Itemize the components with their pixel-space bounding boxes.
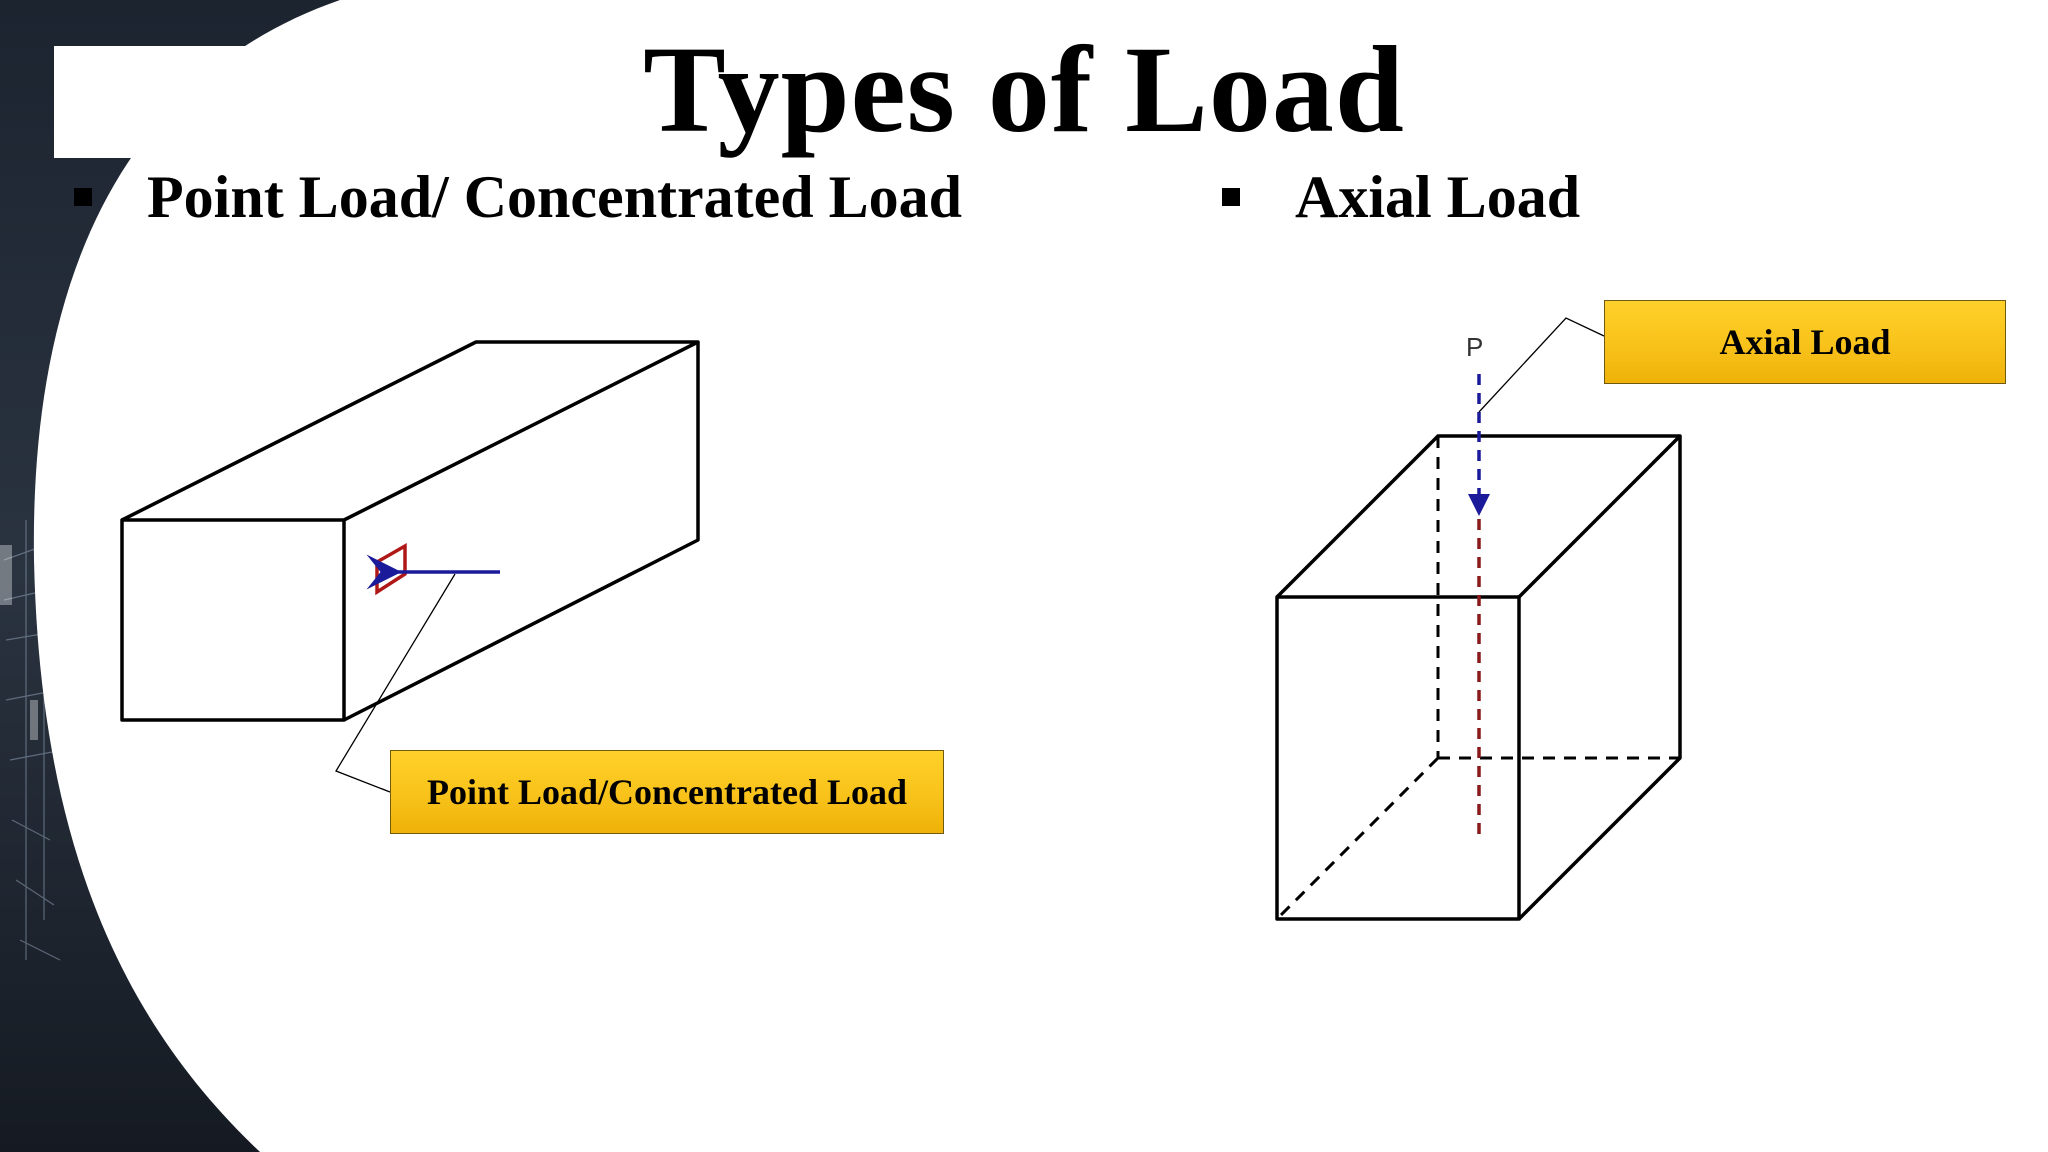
beam-front-face <box>120 518 346 722</box>
bullet-marker-icon <box>1222 188 1240 206</box>
bullet-point-load: Point Load/ Concentrated Load <box>74 162 962 232</box>
load-patch <box>375 542 407 596</box>
column-side-face <box>1517 436 1682 921</box>
point-load-leader-line <box>335 573 456 793</box>
point-load-callout: Point Load/Concentrated Load <box>390 750 944 834</box>
bullet-point-load-text: Point Load/ Concentrated Load <box>147 164 963 230</box>
beam-diagram <box>120 340 700 722</box>
bullet-axial-load: Axial Load <box>1222 162 1580 232</box>
bullet-axial-load-text: Axial Load <box>1295 164 1581 230</box>
beam-top-face <box>121 340 700 522</box>
axial-load-callout: Axial Load <box>1604 300 2006 384</box>
column-front-face <box>1275 595 1521 921</box>
beam-side-face <box>343 342 700 722</box>
slide-title: Types of Load <box>643 21 1405 158</box>
column-hidden-edges <box>1275 436 1680 921</box>
column-top-face <box>1275 434 1682 599</box>
axial-load-leader-line <box>1478 317 1605 413</box>
bullet-marker-icon <box>74 188 92 206</box>
axial-force-label: P <box>1466 332 1484 362</box>
axial-load-arrowhead-icon <box>1468 494 1490 516</box>
